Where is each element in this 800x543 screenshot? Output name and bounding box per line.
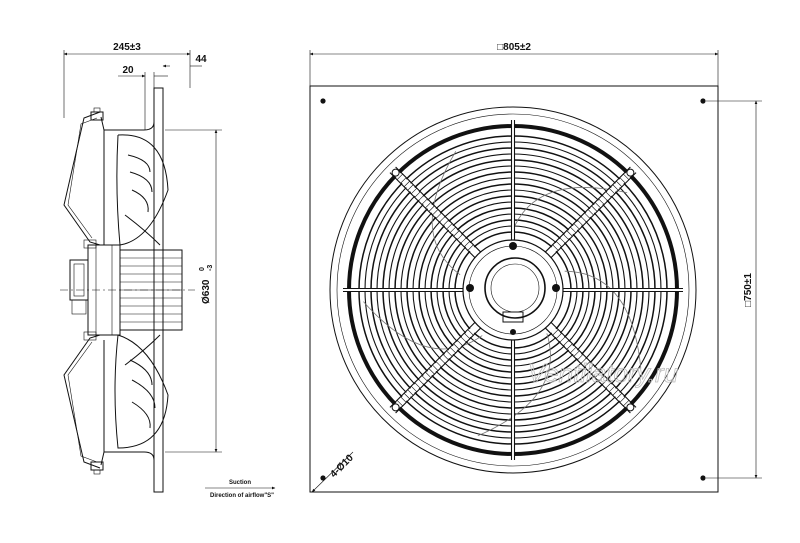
side-shroud-bottom [100,340,155,492]
blade-outline [477,333,551,437]
svg-text:Ø630: Ø630 [201,279,212,304]
front-view: □805±2 □750±1 4-Ø10 Ventilatory.ru [309,42,762,493]
side-shroud-top [100,88,155,245]
side-view: 245±3 20 44 Ø630 0 -3 [60,42,276,499]
hub-bolts [466,242,560,335]
guard-spoke [510,340,516,460]
blade-outline [363,301,483,350]
dim-mounting-holes-label: 4-Ø10 [328,452,356,480]
dim-side-depth: 245±3 [63,42,191,118]
guard-spoke [343,287,463,293]
guard-spoke [510,120,516,240]
guard-spoke [545,322,637,414]
blade-outline [431,151,461,276]
impeller-blade-outlines [363,151,642,437]
dim-frame-width-label: 805±2 [503,42,531,53]
side-guard-strut-top [63,111,101,246]
dim-frame-height-symbol: □ [743,301,754,307]
hub-terminal [502,311,524,323]
airflow-annotation: Suction Direction of airflow"S" [205,480,276,499]
dim-impeller-diameter-sub: -3 [207,265,214,271]
dim-impeller-diameter-sup: 0 [199,267,206,271]
dim-frame-height-label: 750±1 [743,273,754,301]
dim-side-depth-label: 245±3 [113,42,141,53]
venturi-outer [329,106,697,474]
dim-mounting-holes: 4-Ø10 [311,451,356,493]
dim-frame-height: □750±1 [706,100,762,479]
hub-center [484,257,546,319]
blade-outline [510,187,628,236]
svg-text:□805±2: □805±2 [497,42,531,53]
side-rotor-fins [119,249,183,331]
mounting-holes [320,98,706,481]
side-guard-strut-bottom [63,334,101,469]
dim-side-44-label: 44 [195,54,207,65]
front-square-frame [309,85,719,493]
guard-spoke [563,287,683,293]
guard-spoke [545,166,637,258]
blade-outline [564,270,642,369]
dim-impeller-diameter: Ø630 0 -3 [165,129,222,453]
side-impeller-blades [114,134,169,449]
dim-frame-width: □805±2 [309,42,719,86]
dim-impeller-diameter-label: Ø630 [201,279,212,304]
watermark: Ventilatory.ru [528,358,678,388]
guard-spoke [389,322,481,414]
guard-spoke [389,166,481,258]
side-bolts [83,107,104,475]
dim-side-20: 20 [118,65,168,130]
dim-side-44: 44 [162,54,207,68]
guard-spokes [343,120,683,460]
svg-text:□750±1: □750±1 [743,273,754,307]
suction-label: Suction [229,480,251,486]
side-terminal-box [69,259,89,301]
airflow-direction-label: Direction of airflow"S" [210,493,274,499]
dim-side-20-label: 20 [122,65,134,76]
dim-frame-width-symbol: □ [497,42,503,53]
